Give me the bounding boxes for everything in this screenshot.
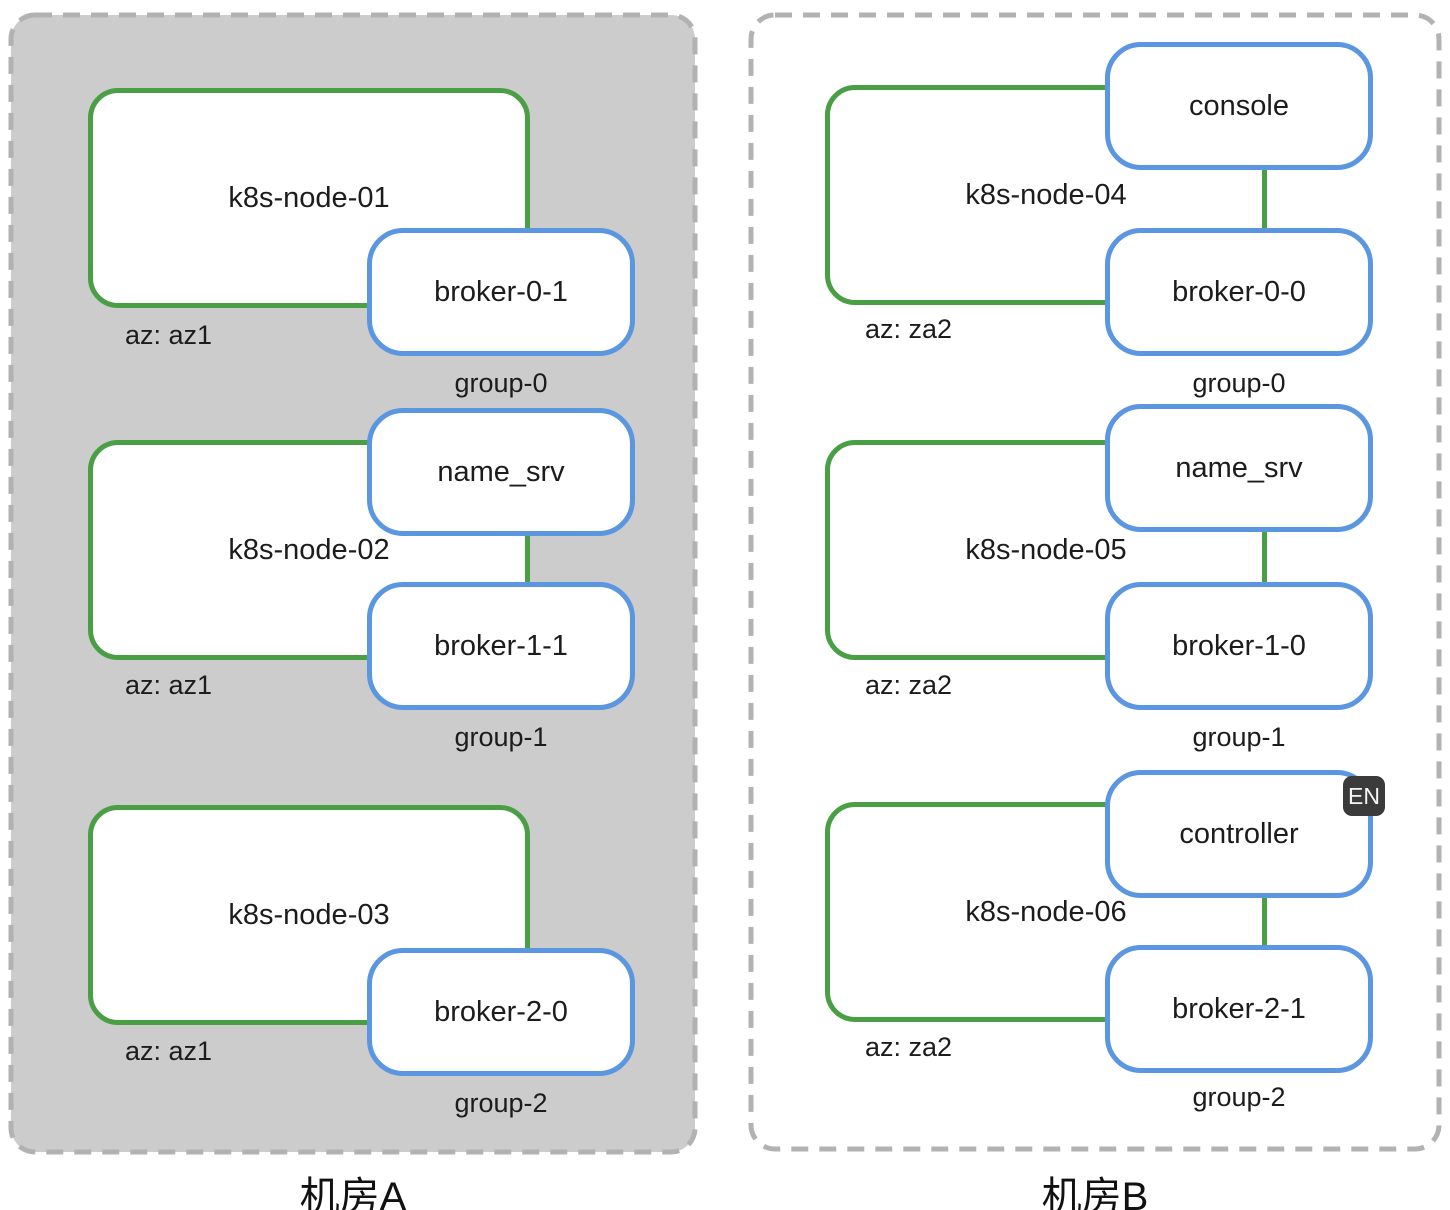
group-label: group-2	[454, 1088, 548, 1118]
input-method-badge[interactable]: EN	[1343, 776, 1385, 816]
pod-label: broker-1-0	[1172, 629, 1306, 662]
pod-label: broker-2-1	[1172, 992, 1306, 1025]
pod-box-broker-1-1: broker-1-1	[367, 582, 635, 710]
node-label: k8s-node-01	[228, 181, 390, 214]
room-a-label: 机房A	[299, 1175, 407, 1210]
pod-box-broker-0-1: broker-0-1	[367, 228, 635, 356]
node-label: k8s-node-03	[228, 898, 390, 931]
pod-label: name_srv	[1175, 451, 1303, 484]
group-label: group-0	[454, 368, 548, 398]
pod-box-broker-2-1: broker-2-1	[1105, 945, 1373, 1073]
pod-box-name-srv-b: name_srv	[1105, 404, 1373, 532]
az-label: az: za2	[865, 314, 953, 344]
pod-label: name_srv	[437, 455, 565, 488]
node-label: k8s-node-06	[965, 895, 1127, 928]
group-label: group-0	[1192, 368, 1286, 398]
node-label: k8s-node-02	[228, 533, 390, 566]
room-b-border	[748, 12, 1442, 1152]
group-label: group-2	[1192, 1082, 1286, 1112]
pod-box-controller: controller	[1105, 770, 1373, 898]
pod-label: console	[1189, 89, 1289, 122]
room-b-label: 机房B	[1041, 1175, 1149, 1210]
node-label: k8s-node-04	[965, 178, 1127, 211]
pod-box-broker-2-0: broker-2-0	[367, 948, 635, 1076]
az-label: az: az1	[125, 670, 213, 700]
pod-label: broker-0-1	[434, 275, 568, 308]
pod-label: broker-2-0	[434, 995, 568, 1028]
room-b-panel	[748, 12, 1442, 1152]
az-label: az: az1	[125, 1036, 213, 1066]
pod-label: broker-0-0	[1172, 275, 1306, 308]
pod-label: broker-1-1	[434, 629, 568, 662]
az-label: az: az1	[125, 320, 213, 350]
az-label: az: za2	[865, 1032, 953, 1062]
group-label: group-1	[454, 722, 548, 752]
az-label: az: za2	[865, 670, 953, 700]
pod-box-broker-0-0: broker-0-0	[1105, 228, 1373, 356]
group-label: group-1	[1192, 722, 1286, 752]
pod-box-name-srv-a: name_srv	[367, 408, 635, 536]
pod-label: controller	[1179, 817, 1299, 850]
pod-box-broker-1-0: broker-1-0	[1105, 582, 1373, 710]
pod-box-console: console	[1105, 42, 1373, 170]
node-label: k8s-node-05	[965, 533, 1127, 566]
